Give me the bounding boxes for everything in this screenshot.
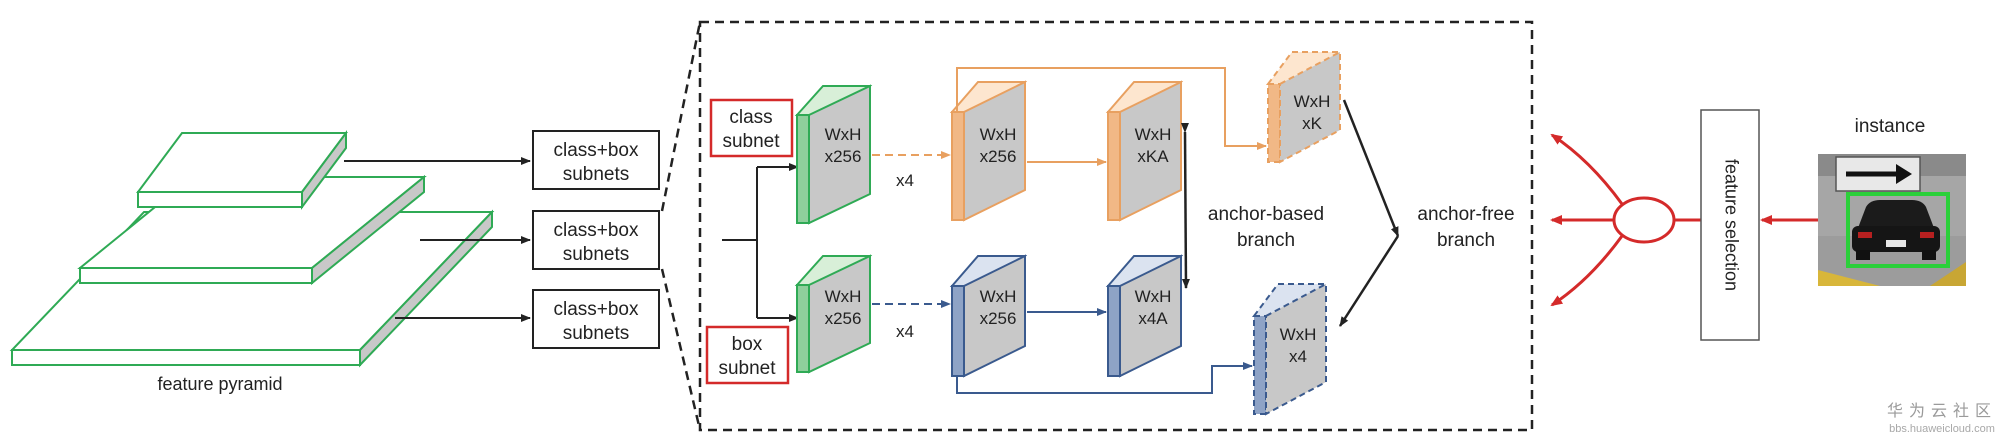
zoom-line-top — [660, 21, 702, 212]
box-subnet-line2: subnet — [718, 358, 776, 379]
box-out-block: WxH x4A — [1105, 254, 1184, 378]
class-out-block: WxH xKA — [1105, 80, 1184, 222]
subnet-box-1-line1: class+box — [553, 140, 639, 161]
box-subnet-box: box subnet — [705, 325, 790, 385]
watermark-url: bbs.huaweicloud.com — [1889, 423, 1995, 435]
class-mid-block-l1: WxH — [980, 125, 1017, 144]
watermark-cn: 华为云社区 — [1887, 401, 1997, 420]
box-out-block-l2: x4A — [1138, 309, 1168, 328]
box-mid-block-l1: WxH — [980, 287, 1017, 306]
box-mid-block-l2: x256 — [980, 309, 1017, 328]
class-input-block: WxH x256 — [794, 84, 873, 225]
subnet-box-3-line1: class+box — [553, 299, 639, 320]
x4-label-top: x4 — [896, 171, 914, 190]
detection-box — [1846, 192, 1950, 268]
subnet-box-2-line2: subnets — [563, 244, 630, 265]
subnet-box-1-line2: subnets — [563, 164, 630, 185]
anchor-based-connector — [1180, 122, 1190, 289]
instance-label: instance — [1855, 116, 1926, 137]
arrow-class-to-anchor-free — [956, 67, 1267, 150]
class-input-block-l2: x256 — [825, 147, 862, 166]
class-subnet-line1: class — [729, 107, 772, 128]
anchor-based-label-l2: branch — [1237, 230, 1295, 251]
feature-selection-box: feature selection — [1700, 109, 1760, 341]
class-out-block-l1: WxH — [1135, 125, 1172, 144]
input-splitter — [722, 163, 799, 322]
pyramid-level-small — [136, 129, 348, 211]
anchor-free-box-block-l2: x4 — [1289, 347, 1307, 366]
x4-label-bottom: x4 — [896, 322, 914, 341]
detail-frame — [698, 20, 1534, 432]
arrow-box-to-anchor-free — [956, 362, 1253, 394]
feature-pyramid: feature pyramid — [9, 129, 495, 394]
class-mid-block: WxH x256 — [949, 80, 1028, 222]
class-out-block-l2: xKA — [1137, 147, 1169, 166]
anchor-based-label-l1: anchor-based — [1208, 204, 1324, 225]
anchor-free-class-block: WxH xK — [1266, 50, 1342, 164]
car-icon — [1852, 200, 1940, 260]
selection-fan — [1550, 133, 1701, 307]
subnet-box-3: class+box subnets — [532, 289, 660, 349]
selection-node — [1612, 196, 1676, 244]
box-out-block-l1: WxH — [1135, 287, 1172, 306]
subnet-box-2-line1: class+box — [553, 220, 639, 241]
box-input-block-l1: WxH — [825, 287, 862, 306]
anchor-free-connector — [1342, 99, 1400, 237]
pyramid-level-medium — [77, 174, 427, 286]
box-input-block-l2: x256 — [825, 309, 862, 328]
anchor-free-class-block-l2: xK — [1302, 114, 1323, 133]
anchor-free-label-l2: branch — [1437, 230, 1495, 251]
class-mid-block-l2: x256 — [980, 147, 1017, 166]
box-input-block: WxH x256 — [794, 254, 873, 374]
class-input-block-l1: WxH — [825, 125, 862, 144]
box-subnet-line1: box — [732, 334, 763, 355]
right-arrow-icon — [1846, 164, 1912, 184]
feature-selection-label: feature selection — [1721, 159, 1741, 291]
subnet-box-1: class+box subnets — [532, 130, 660, 190]
instance-image — [1818, 154, 1966, 286]
box-mid-block: WxH x256 — [949, 254, 1028, 378]
anchor-free-connector-2 — [1338, 235, 1400, 327]
pyramid-label: feature pyramid — [157, 374, 282, 394]
anchor-free-label-l1: anchor-free — [1417, 204, 1514, 225]
anchor-free-class-block-l1: WxH — [1294, 92, 1331, 111]
subnet-box-2: class+box subnets — [532, 210, 660, 270]
class-subnet-box: class subnet — [709, 98, 794, 158]
subnet-box-3-line2: subnets — [563, 323, 630, 344]
zoom-line-bottom — [660, 268, 702, 431]
class-subnet-line2: subnet — [722, 131, 780, 152]
anchor-free-box-block-l1: WxH — [1280, 325, 1317, 344]
anchor-free-box-block: WxH x4 — [1252, 282, 1328, 416]
